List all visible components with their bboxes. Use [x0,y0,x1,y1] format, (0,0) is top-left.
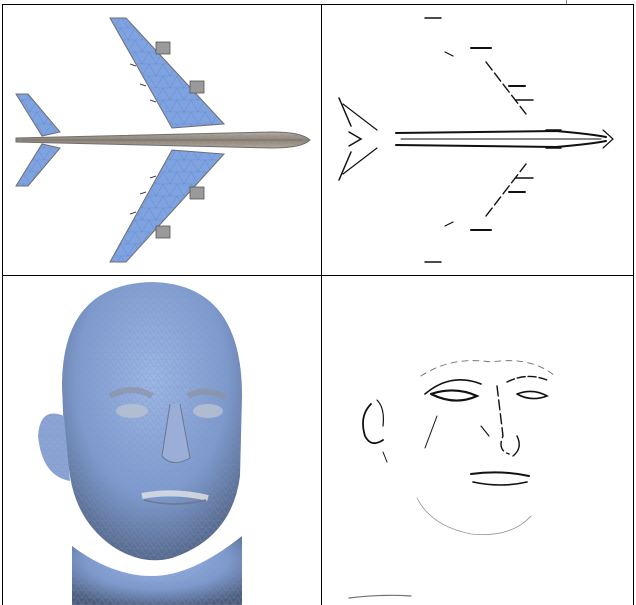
grid-line-horizontal [2,275,634,276]
grid-line-vertical [321,4,322,605]
airplane-mesh-panel [2,4,321,276]
airplane-lines-image [338,17,614,263]
head-mesh-image [38,282,242,605]
airplane-mesh-image [15,17,311,263]
airplane-lines-panel [321,4,634,276]
grid-line-top [2,4,634,5]
head-mesh-panel [2,276,321,605]
grid-line-left [2,4,3,605]
grid-line-right [633,4,634,605]
head-lines-panel [321,276,634,605]
head-lines-image [348,360,556,599]
top-tick [566,0,567,4]
